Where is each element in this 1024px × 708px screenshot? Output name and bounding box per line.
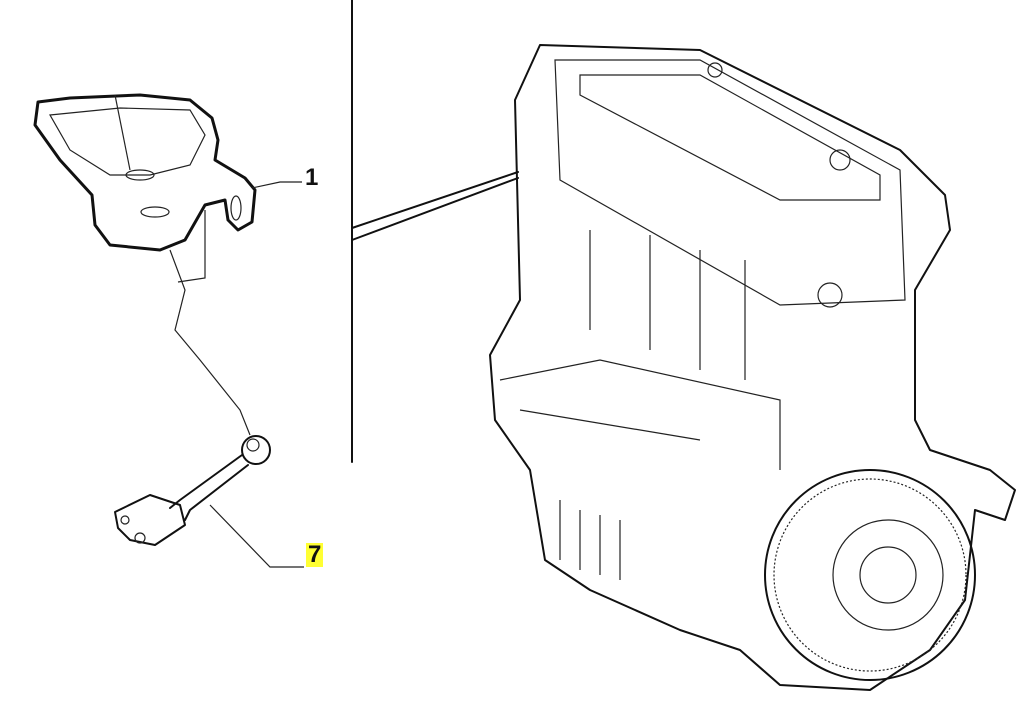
engine-assembly bbox=[489, 44, 1016, 691]
torque-reaction-rod[interactable] bbox=[114, 435, 271, 546]
callout-label-7[interactable]: 7 bbox=[306, 541, 324, 568]
engine-mount-bracket[interactable] bbox=[33, 93, 257, 252]
callout-1-leader bbox=[251, 181, 302, 189]
callout-label-1[interactable]: 1 bbox=[305, 164, 319, 191]
callout-7-leader bbox=[209, 504, 304, 568]
engine-pointer-lines bbox=[351, 171, 519, 229]
